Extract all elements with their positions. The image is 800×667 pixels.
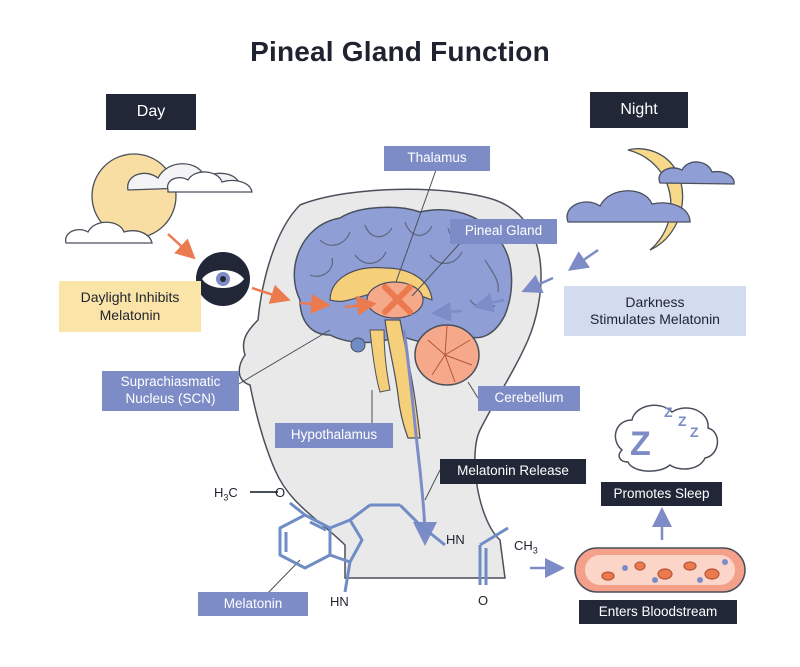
cerebellum-shape <box>414 324 480 386</box>
sleep-big-z: Z <box>630 425 651 463</box>
chem-ch3: CH3 <box>514 538 538 556</box>
eye-pupil <box>220 276 226 282</box>
pineal-gland-label: Pineal Gland <box>450 219 557 244</box>
pituitary <box>350 337 366 353</box>
pineal-inhibited-mark <box>382 284 413 315</box>
melatonin-dots <box>622 559 728 583</box>
melatonin-label: Melatonin <box>198 592 308 616</box>
cloud-icon-day-3 <box>65 221 153 244</box>
chem-h3c-sub: 3 <box>223 492 229 503</box>
scn-line-1: Suprachiasmatic <box>120 374 221 390</box>
sun-to-eye-arrow <box>167 233 196 260</box>
chem-h3c-h: H <box>214 485 224 500</box>
night-label: Night <box>590 92 688 128</box>
cerebellum-label: Cerebellum <box>478 386 580 411</box>
scn-label: Suprachiasmatic Nucleus (SCN) <box>102 371 239 411</box>
cloud-icon-night-2 <box>658 161 735 185</box>
chem-o-top: O <box>275 485 286 500</box>
chem-ch3-sub: 3 <box>532 545 538 556</box>
darkness-line-2: Stimulates Melatonin <box>590 311 720 327</box>
page-title: Pineal Gland Function <box>250 36 550 67</box>
night-arrow-3 <box>473 292 505 313</box>
promotes-sleep-label: Promotes Sleep <box>601 482 722 506</box>
hypothalamus-label: Hypothalamus <box>275 423 393 448</box>
daylight-inhibits-box: Daylight Inhibits Melatonin <box>59 281 201 332</box>
cloud-icon-night-1 <box>566 190 691 223</box>
melatonin-release-line <box>402 329 437 546</box>
chem-hn-ring: HN <box>330 594 349 609</box>
cloud-icon-day-2 <box>166 171 253 193</box>
sleep-small-z-3: Z <box>690 424 699 440</box>
hypothalamus-region <box>369 329 391 393</box>
thalamus-label: Thalamus <box>384 146 490 171</box>
eye-to-brain-arrow <box>251 284 291 304</box>
daylight-line-2: Melatonin <box>99 306 161 323</box>
cerebellum-folds <box>427 325 473 383</box>
night-arrow-4 <box>431 301 463 322</box>
chem-ch3-ch: CH <box>514 538 533 553</box>
sleep-small-z-1: Z <box>664 404 673 420</box>
night-arrow-1 <box>567 248 599 271</box>
day-label: Day <box>106 94 196 130</box>
chem-hn-chain: HN <box>446 532 465 547</box>
chem-h3c-c: C <box>228 485 238 500</box>
melatonin-release-label: Melatonin Release <box>440 459 586 484</box>
night-arrow-2 <box>521 274 554 294</box>
melatonin-molecule <box>250 491 509 593</box>
sleep-cloud-icon <box>614 404 719 472</box>
enters-bloodstream-label: Enters Bloodstream <box>579 600 737 624</box>
chem-o-bottom: O <box>478 593 489 608</box>
darkness-stimulates-box: Darkness Stimulates Melatonin <box>564 286 746 336</box>
blood-cells <box>601 561 720 581</box>
sleep-small-z-2: Z <box>678 413 687 429</box>
leader-lines <box>236 169 479 597</box>
daylight-line-1: Daylight Inhibits <box>80 289 180 305</box>
scn-to-pineal-arrow <box>344 295 377 316</box>
darkness-line-1: Darkness <box>625 293 685 310</box>
scn-pathway-arrow <box>299 293 331 314</box>
scn-line-2: Nucleus (SCN) <box>125 391 216 406</box>
chem-h3c: H3C <box>214 485 238 503</box>
